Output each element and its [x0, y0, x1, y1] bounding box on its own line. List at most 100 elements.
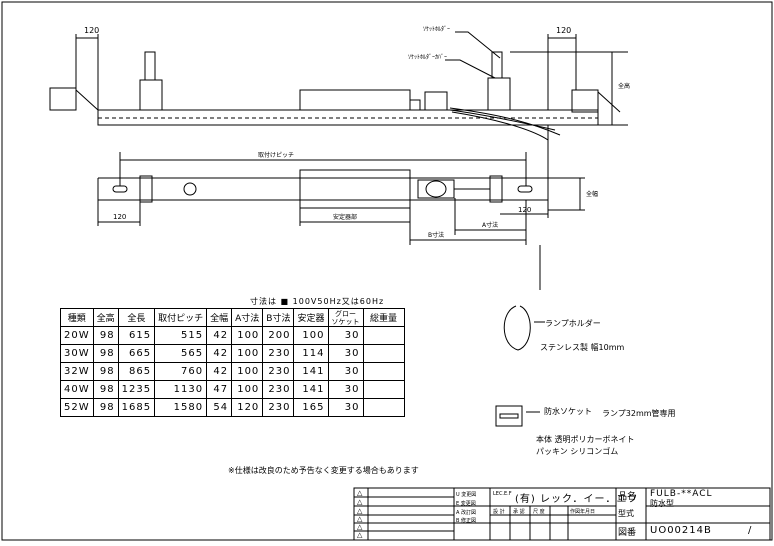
table-cell: 615 — [117, 326, 156, 345]
end-cap-right — [571, 89, 599, 113]
title-block-lines — [353, 487, 771, 541]
th-b: B寸法 — [262, 308, 295, 327]
side-view — [49, 31, 628, 141]
table-cell: 141 — [293, 362, 329, 381]
sign-approve: 承 認 — [513, 509, 525, 515]
drawing-no-label: 図番 — [618, 528, 637, 538]
rev-mark-3: △ — [357, 507, 363, 515]
table-cell: 98 — [92, 326, 119, 345]
table-cell: 30 — [327, 380, 364, 399]
table-cell: 100 — [293, 326, 329, 345]
table-cell: 230 — [262, 344, 295, 363]
waterproof-socket-sketch — [495, 405, 540, 427]
end-cap-left — [49, 87, 77, 111]
table-cell: 1580 — [154, 398, 208, 417]
table-cell — [362, 344, 405, 363]
th-pitch: 取付ピッチ — [154, 308, 208, 327]
rev-label-2: E 変更図 — [456, 501, 476, 507]
sign-design: 設 計 — [493, 509, 505, 515]
note-lamp-holder: ランプホルダー — [545, 319, 601, 328]
note-spec-change: ※仕様は改良のため予告なく変更する場合もあります — [228, 466, 419, 475]
table-title: 寸法は ■ 100V50Hz又は60Hz — [250, 297, 385, 306]
table-cell: 760 — [154, 362, 208, 381]
rev-mark-5: △ — [357, 523, 363, 531]
table-cell: 165 — [293, 398, 329, 417]
table-cell: 98 — [92, 398, 119, 417]
table-cell: 100 — [231, 380, 264, 399]
socket-holder-right — [487, 77, 511, 111]
table-cell: 42 — [206, 326, 233, 345]
table-cell: 30 — [327, 362, 364, 381]
table-cell: 114 — [293, 344, 329, 363]
table-cell: 865 — [117, 362, 156, 381]
note-waterproof-socket: 防水ソケット — [544, 407, 592, 416]
drawing-no: UO00214B — [650, 525, 712, 536]
label-socket-holder-cover: ｿｹｯﾄﾎﾙﾀﾞｰｶﾊﾞｰ — [408, 54, 447, 61]
th-length: 全長 — [117, 308, 156, 327]
table-cell: 52W — [60, 398, 94, 417]
socket-holder-left — [139, 79, 163, 111]
table-cell: 665 — [117, 344, 156, 363]
sign-date: 作図年月日 — [570, 509, 596, 515]
table-cell: 120 — [231, 398, 264, 417]
table-cell: 230 — [262, 398, 295, 417]
lamp-holder-sketch — [503, 305, 545, 351]
product-sub: 防水型 — [650, 499, 674, 508]
company-name: (有) レック．イー．エフ — [515, 494, 639, 505]
table-cell: 1130 — [154, 380, 208, 399]
table-cell: 20W — [60, 326, 94, 345]
product-name-label: 品名 — [618, 492, 637, 502]
ballast — [299, 89, 411, 111]
table-cell: 47 — [206, 380, 233, 399]
rev-label-3: A 改訂図 — [456, 510, 477, 516]
rev-label-1: U 変更図 — [456, 492, 477, 498]
table-cell: 100 — [231, 344, 264, 363]
rev-mark-6: △ — [357, 531, 363, 539]
label-ballast: 安定器部 — [333, 213, 357, 221]
dim-120-left: 120 — [84, 26, 99, 35]
th-glow: グロー ソケット — [327, 308, 364, 327]
label-height: 全高 — [618, 82, 630, 90]
sign-scale: 尺 度 — [533, 509, 545, 515]
table-cell: 54 — [206, 398, 233, 417]
table-cell: 1235 — [117, 380, 156, 399]
label-a: A寸法 — [482, 221, 498, 229]
product-name: FULB-**ACL — [650, 489, 713, 499]
mounting-hole — [183, 182, 197, 196]
table-cell: 230 — [262, 362, 295, 381]
glow-socket — [417, 179, 455, 199]
label-width: 全幅 — [586, 190, 598, 198]
th-ballast: 安定器 — [293, 308, 329, 327]
th-height: 全高 — [92, 308, 119, 327]
table-cell — [362, 398, 405, 417]
table-cell: 141 — [293, 380, 329, 399]
table-cell — [362, 326, 405, 345]
rev-mark-4: △ — [357, 515, 363, 523]
table-cell: 515 — [154, 326, 208, 345]
table-cell: 200 — [262, 326, 295, 345]
table-cell — [362, 362, 405, 381]
dim-120-right: 120 — [556, 26, 571, 35]
table-cell — [362, 380, 405, 399]
rev-mark-2: △ — [357, 498, 363, 506]
table-cell: 30 — [327, 398, 364, 417]
table-cell: 98 — [92, 380, 119, 399]
rev-mark-1: △ — [357, 489, 363, 497]
table-cell: 98 — [92, 362, 119, 381]
table-cell: 565 — [154, 344, 208, 363]
table-cell: 30W — [60, 344, 94, 363]
note-stainless: ステンレス製 幅10mm — [540, 343, 625, 352]
table-cell: 42 — [206, 344, 233, 363]
note-lamp-32: ランプ32mm管専用 — [602, 409, 676, 418]
th-width: 全幅 — [206, 308, 233, 327]
table-header-row: 種類 全高 全長 取付ピッチ 全幅 A寸法 B寸法 安定器 グロー ソケット 総… — [60, 308, 405, 327]
th-a: A寸法 — [231, 308, 264, 327]
company-mark: LEC.E.F — [493, 491, 512, 497]
label-socket-holder: ｿｹｯﾄﾎﾙﾀﾞｰ — [423, 26, 450, 33]
